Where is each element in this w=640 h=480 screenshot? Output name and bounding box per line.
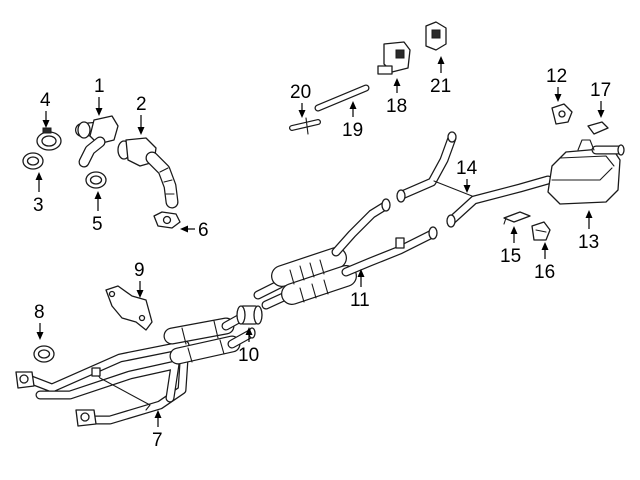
callout-21: 21 bbox=[430, 56, 451, 97]
callout-9: 9 bbox=[134, 260, 145, 298]
part-18-actuator bbox=[377, 41, 411, 75]
callout-14: 14 bbox=[456, 158, 478, 193]
callout-label-1: 1 bbox=[94, 76, 105, 97]
callout-16: 16 bbox=[534, 242, 555, 283]
callout-7: 7 bbox=[152, 410, 163, 451]
callout-label-10: 10 bbox=[238, 345, 259, 366]
part-12-hanger bbox=[551, 103, 573, 125]
callout-label-11: 11 bbox=[350, 290, 370, 311]
callout-label-18: 18 bbox=[386, 96, 407, 117]
callout-label-17: 17 bbox=[590, 80, 611, 101]
callout-label-9: 9 bbox=[134, 260, 145, 281]
callout-3: 3 bbox=[33, 172, 44, 216]
part-2-catalytic-converter bbox=[117, 137, 179, 209]
callout-label-6: 6 bbox=[198, 220, 209, 241]
part-7-front-pipe bbox=[15, 309, 256, 427]
part-11-center-resonator bbox=[253, 198, 438, 310]
callout-12: 12 bbox=[546, 66, 567, 102]
callout-15: 15 bbox=[500, 226, 521, 267]
callout-11: 11 bbox=[350, 269, 370, 311]
callout-20: 20 bbox=[290, 82, 311, 118]
part-3-gasket bbox=[22, 152, 44, 170]
callout-label-13: 13 bbox=[578, 232, 599, 253]
callout-2: 2 bbox=[136, 94, 147, 135]
callout-label-4: 4 bbox=[40, 90, 51, 111]
callouts: 1 2 3 4 5 6 7 8 bbox=[33, 56, 611, 451]
part-13-rear-muffler bbox=[547, 139, 625, 205]
callout-13: 13 bbox=[578, 210, 599, 253]
callout-18: 18 bbox=[386, 78, 407, 117]
callout-label-12: 12 bbox=[546, 66, 567, 87]
callout-10: 10 bbox=[238, 327, 259, 366]
callout-19: 19 bbox=[342, 101, 363, 141]
part-8-gasket bbox=[33, 345, 55, 363]
part-5-gasket bbox=[85, 171, 107, 189]
part-19-hose bbox=[314, 84, 370, 112]
part-6-gasket bbox=[153, 211, 181, 229]
callout-1: 1 bbox=[94, 76, 105, 116]
callout-6: 6 bbox=[180, 220, 209, 241]
part-1-catalytic-converter bbox=[75, 115, 119, 168]
part-16-hanger bbox=[531, 221, 551, 241]
part-15-bracket bbox=[503, 211, 531, 225]
callout-label-7: 7 bbox=[152, 430, 163, 451]
part-4-clamp bbox=[36, 127, 62, 151]
part-9-bracket bbox=[105, 285, 153, 331]
callout-label-5: 5 bbox=[92, 214, 103, 235]
callout-label-14: 14 bbox=[456, 158, 478, 179]
callout-label-16: 16 bbox=[534, 262, 555, 283]
callout-17: 17 bbox=[590, 80, 611, 118]
callout-label-15: 15 bbox=[500, 246, 521, 267]
callout-label-19: 19 bbox=[342, 120, 363, 141]
part-17-clip bbox=[587, 121, 609, 135]
part-21-valve bbox=[425, 21, 447, 51]
part-10-clamp-sleeve bbox=[236, 305, 263, 325]
callout-8: 8 bbox=[34, 302, 45, 340]
callout-label-2: 2 bbox=[136, 94, 147, 115]
callout-label-21: 21 bbox=[430, 76, 451, 97]
callout-label-3: 3 bbox=[33, 195, 44, 216]
callout-4: 4 bbox=[40, 90, 51, 128]
part-20-connector bbox=[289, 117, 321, 135]
callout-5: 5 bbox=[92, 191, 103, 235]
callout-label-8: 8 bbox=[34, 302, 45, 323]
callout-label-20: 20 bbox=[290, 82, 311, 103]
part-14-intermediate-pipe bbox=[396, 131, 553, 228]
